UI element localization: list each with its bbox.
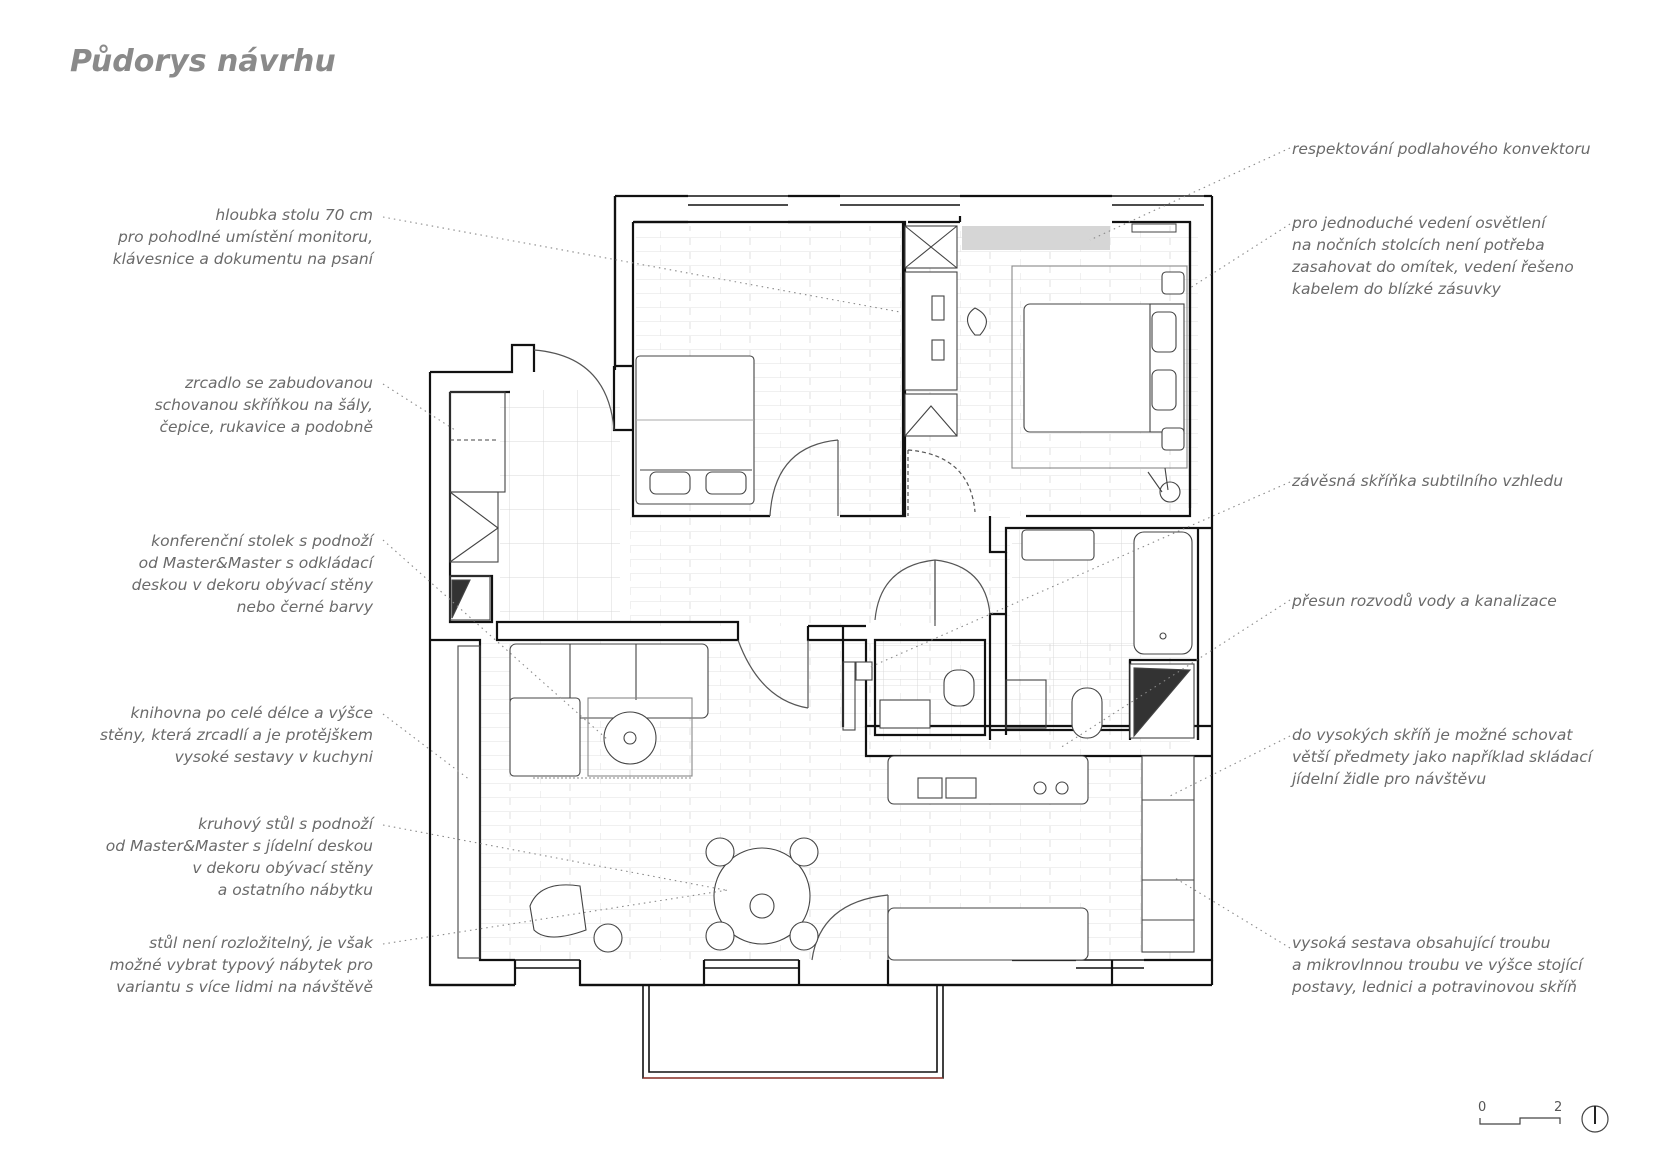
bathroom [842, 529, 1195, 739]
desk [904, 225, 987, 437]
doors [533, 349, 991, 961]
entrance-wardrobe [449, 391, 506, 621]
sofa [509, 643, 709, 779]
leader-lines [382, 147, 1291, 949]
windows [515, 195, 1204, 969]
note-plumbing: přesun rozvodů vody a kanalizace [1292, 592, 1557, 610]
radiator [1131, 223, 1177, 233]
north-arrow-icon [1581, 1105, 1609, 1133]
balcony [642, 985, 944, 1079]
scale-end-label: 2 [1554, 1100, 1563, 1115]
note-wall-cabinet: závěsná skříňka subtilního vzhledu [1292, 472, 1564, 490]
floor-convector [962, 226, 1110, 250]
scale-bar [1479, 1117, 1561, 1125]
note-convector: respektování podlahového konvektoru [1292, 140, 1591, 158]
dining-table [529, 837, 819, 953]
page-title: Půdorys návrhu [70, 44, 336, 79]
walls [428, 194, 1214, 987]
scale-start-label: 0 [1478, 1100, 1487, 1115]
bedroom-1-bed [635, 355, 755, 505]
kitchen [887, 755, 1195, 961]
bedroom-2-bed [1011, 265, 1188, 503]
bookcase [457, 645, 481, 959]
